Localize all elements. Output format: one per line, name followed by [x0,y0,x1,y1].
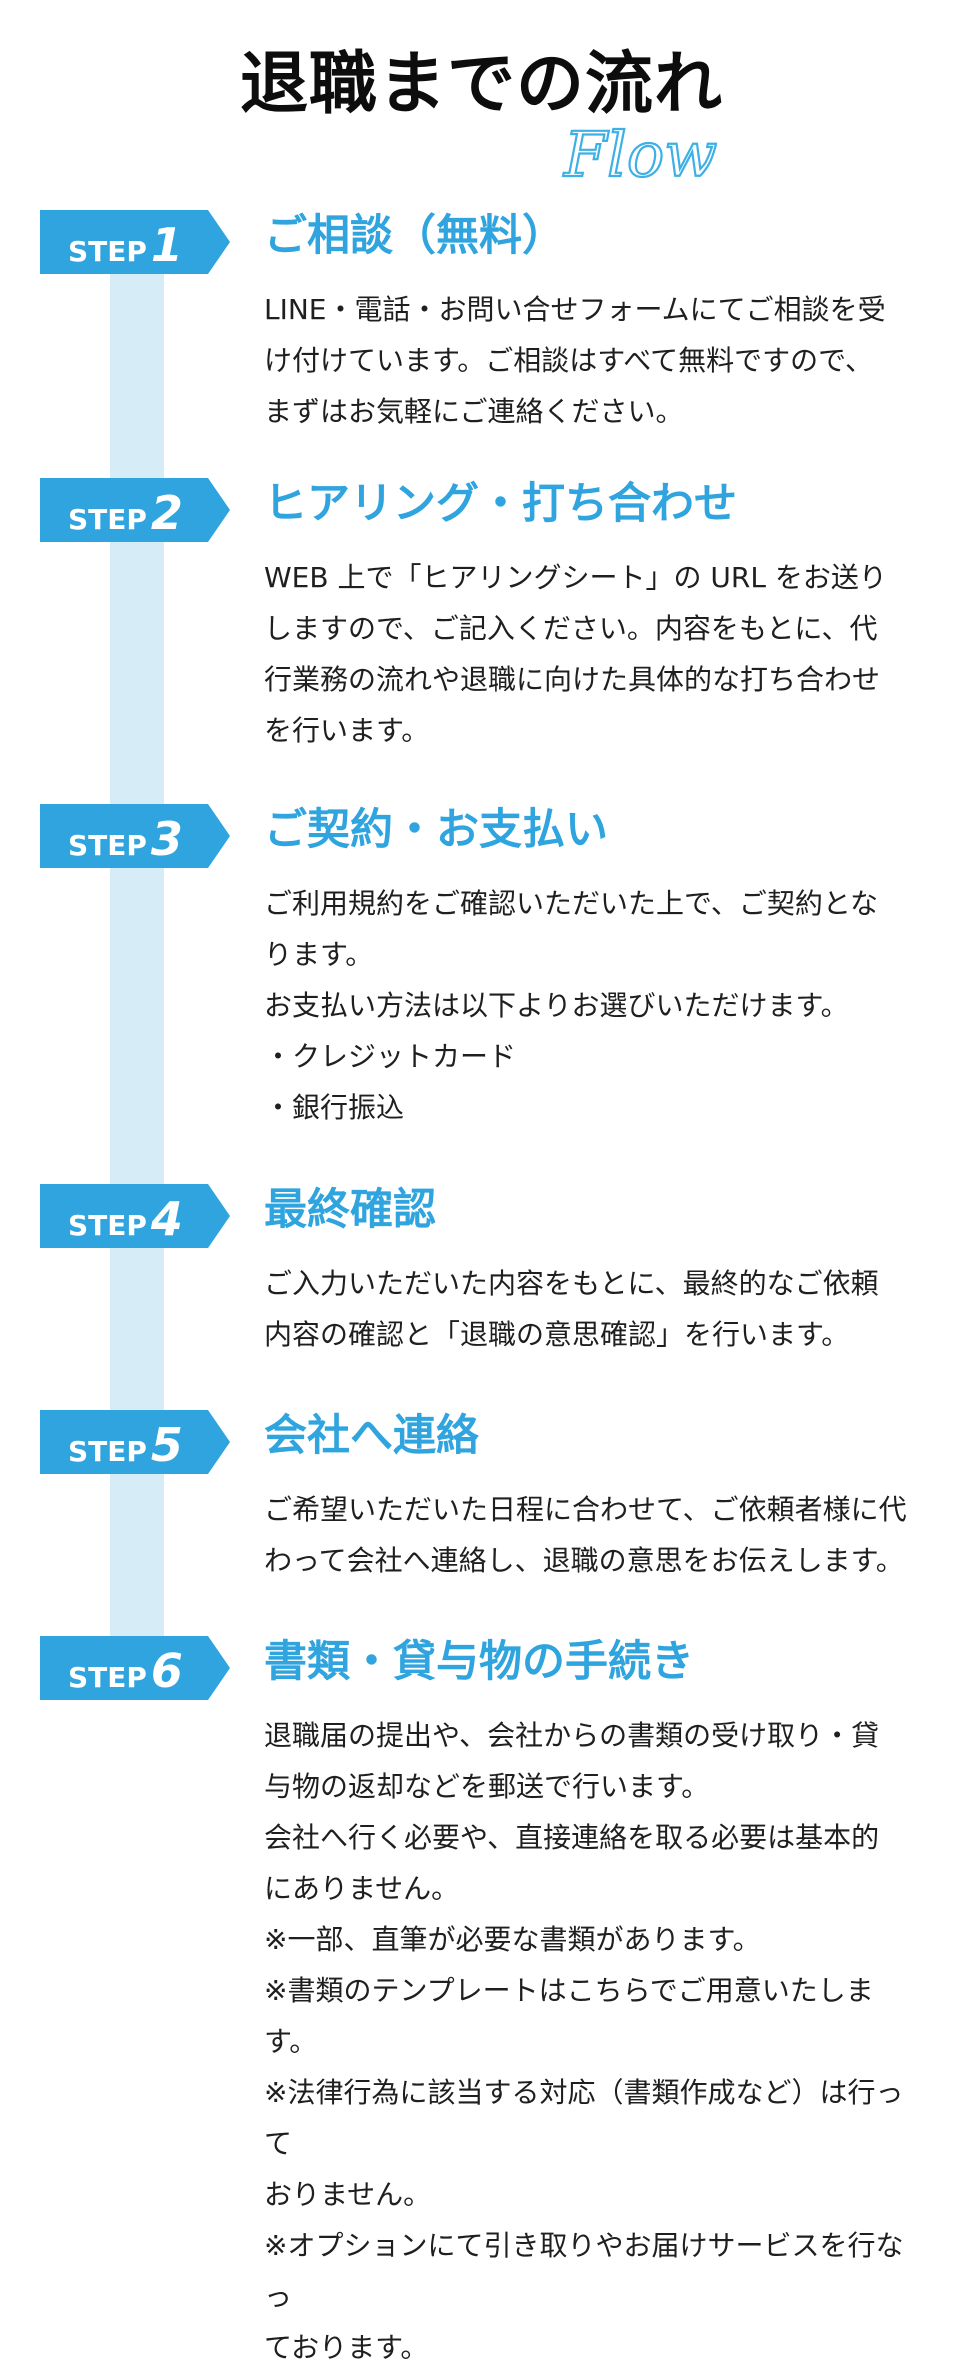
step-tag: STEP2 [40,478,230,542]
step-text-line: まずはお気軽にご連絡ください。 [264,395,684,428]
step-description: ご利用規約をご確認いただいた上で、ご契約とな ります。 お支払い方法は以下よりお… [264,878,924,1133]
step-title: 書類・貸与物の手続き [264,1637,694,1687]
step-tag-shape [40,1410,230,1474]
step-tag-number: 5 [150,1418,183,1472]
step-tag-number: 1 [150,218,183,272]
step-tag-shape [40,478,230,542]
step-text-line: 退職届の提出や、会社からの書類の受け取り・貸 [264,1719,880,1752]
step-description: 退職届の提出や、会社からの書類の受け取り・貸 与物の返却などを郵送で行います。 … [264,1710,924,2373]
step-text-line: 内容の確認と「退職の意思確認」を行います。 [264,1318,850,1351]
step-text-line: ※法律行為に該当する対応（書類作成など）は行って [264,2076,904,2160]
step-text-line: しますので、ご記入ください。内容をもとに、代 [264,612,878,645]
step-description: ご入力いただいた内容をもとに、最終的なご依頼 内容の確認と「退職の意思確認」を行… [264,1258,924,1360]
step-tag-label: STEP4 [68,1190,183,1248]
step-text-line: ※書類のテンプレートはこちらでご用意いたします。 [264,1974,874,2058]
flow-script-lettering: Flow [562,117,718,192]
step-tag-label: STEP1 [68,216,183,274]
step-text-line: ※一部、直筆が必要な書類があります。 [264,1923,761,1956]
step-tag: STEP1 [40,210,230,274]
page-header: 退職までの流れ Flow [0,40,963,192]
step-tag-label: STEP2 [68,484,183,542]
step-text-line: 会社へ行く必要や、直接連絡を取る必要は基本的 [264,1821,880,1854]
step-text-line: おりません。 [264,2178,432,2211]
step-text-line: 与物の返却などを郵送で行います。 [264,1770,710,1803]
step-tag-label: STEP5 [68,1416,183,1474]
step-text-line: を行います。 [264,714,430,747]
step-tag: STEP3 [40,804,230,868]
step-title: 最終確認 [264,1185,436,1235]
step-text-line: ご希望いただいた日程に合わせて、ご依頼者様に代 [264,1493,907,1526]
step-tag-word: STEP [68,1661,147,1694]
step-text-line: ・クレジットカード [264,1040,517,1073]
step-tag-label: STEP3 [68,810,183,868]
step-tag-shape [40,1636,230,1700]
step-text-line: ※オプションにて引き取りやお届けサービスを行なっ [264,2229,904,2313]
step-title: ご契約・お支払い [264,805,608,855]
page-title: 退職までの流れ [239,45,723,124]
step-tag-number: 6 [150,1644,183,1698]
step-description: ご希望いただいた日程に合わせて、ご依頼者様に代 わって会社へ連絡し、退職の意思を… [264,1484,924,1586]
step-description: LINE・電話・お問い合せフォームにてご相談を受 け付けています。ご相談はすべて… [264,284,924,437]
step-text-line: ります。 [264,938,374,971]
step-text-line: LINE・電話・お問い合せフォームにてご相談を受 [264,293,886,326]
step-tag-word: STEP [68,1209,147,1242]
step-title: ヒアリング・打ち合わせ [264,479,737,529]
step-text-line: ご入力いただいた内容をもとに、最終的なご依頼 [264,1267,879,1300]
step-text-line: ております。 [264,2331,429,2364]
step-text-line: わって会社へ連絡し、退職の意思をお伝えします。 [264,1544,904,1577]
step-tag-shape [40,1184,230,1248]
step-tag-word: STEP [68,1435,147,1468]
step-tag-shape [40,210,230,274]
step-tag-word: STEP [68,235,147,268]
flow-script-text: Flow [563,118,717,191]
step-text-line: け付けています。ご相談はすべて無料ですので、 [264,344,874,377]
step-tag-number: 2 [150,486,183,540]
step-tag: STEP6 [40,1636,230,1700]
step-text-line: 行業務の流れや退職に向けた具体的な打ち合わせ [264,663,881,696]
step-text-line: お支払い方法は以下よりお選びいただけます。 [264,989,849,1022]
step-tag-shape [40,804,230,868]
step-description: WEB 上で「ヒアリングシート」の URL をお送り しますので、ご記入ください… [264,552,924,756]
step-tag-word: STEP [68,829,147,862]
step-tag-label: STEP6 [68,1642,183,1700]
step-text-line: ・銀行振込 [264,1091,405,1124]
step-tag-number: 3 [150,812,183,866]
step-text-line: WEB 上で「ヒアリングシート」の URL をお送り [264,561,887,594]
step-tag: STEP4 [40,1184,230,1248]
step-text-line: ご利用規約をご確認いただいた上で、ご契約とな [264,887,879,920]
step-title: 会社へ連絡 [264,1411,479,1461]
step-tag-number: 4 [150,1192,183,1246]
step-text-line: にありません。 [264,1872,460,1905]
step-title: ご相談（無料） [264,211,565,261]
step-tag: STEP5 [40,1410,230,1474]
step-tag-word: STEP [68,503,147,536]
